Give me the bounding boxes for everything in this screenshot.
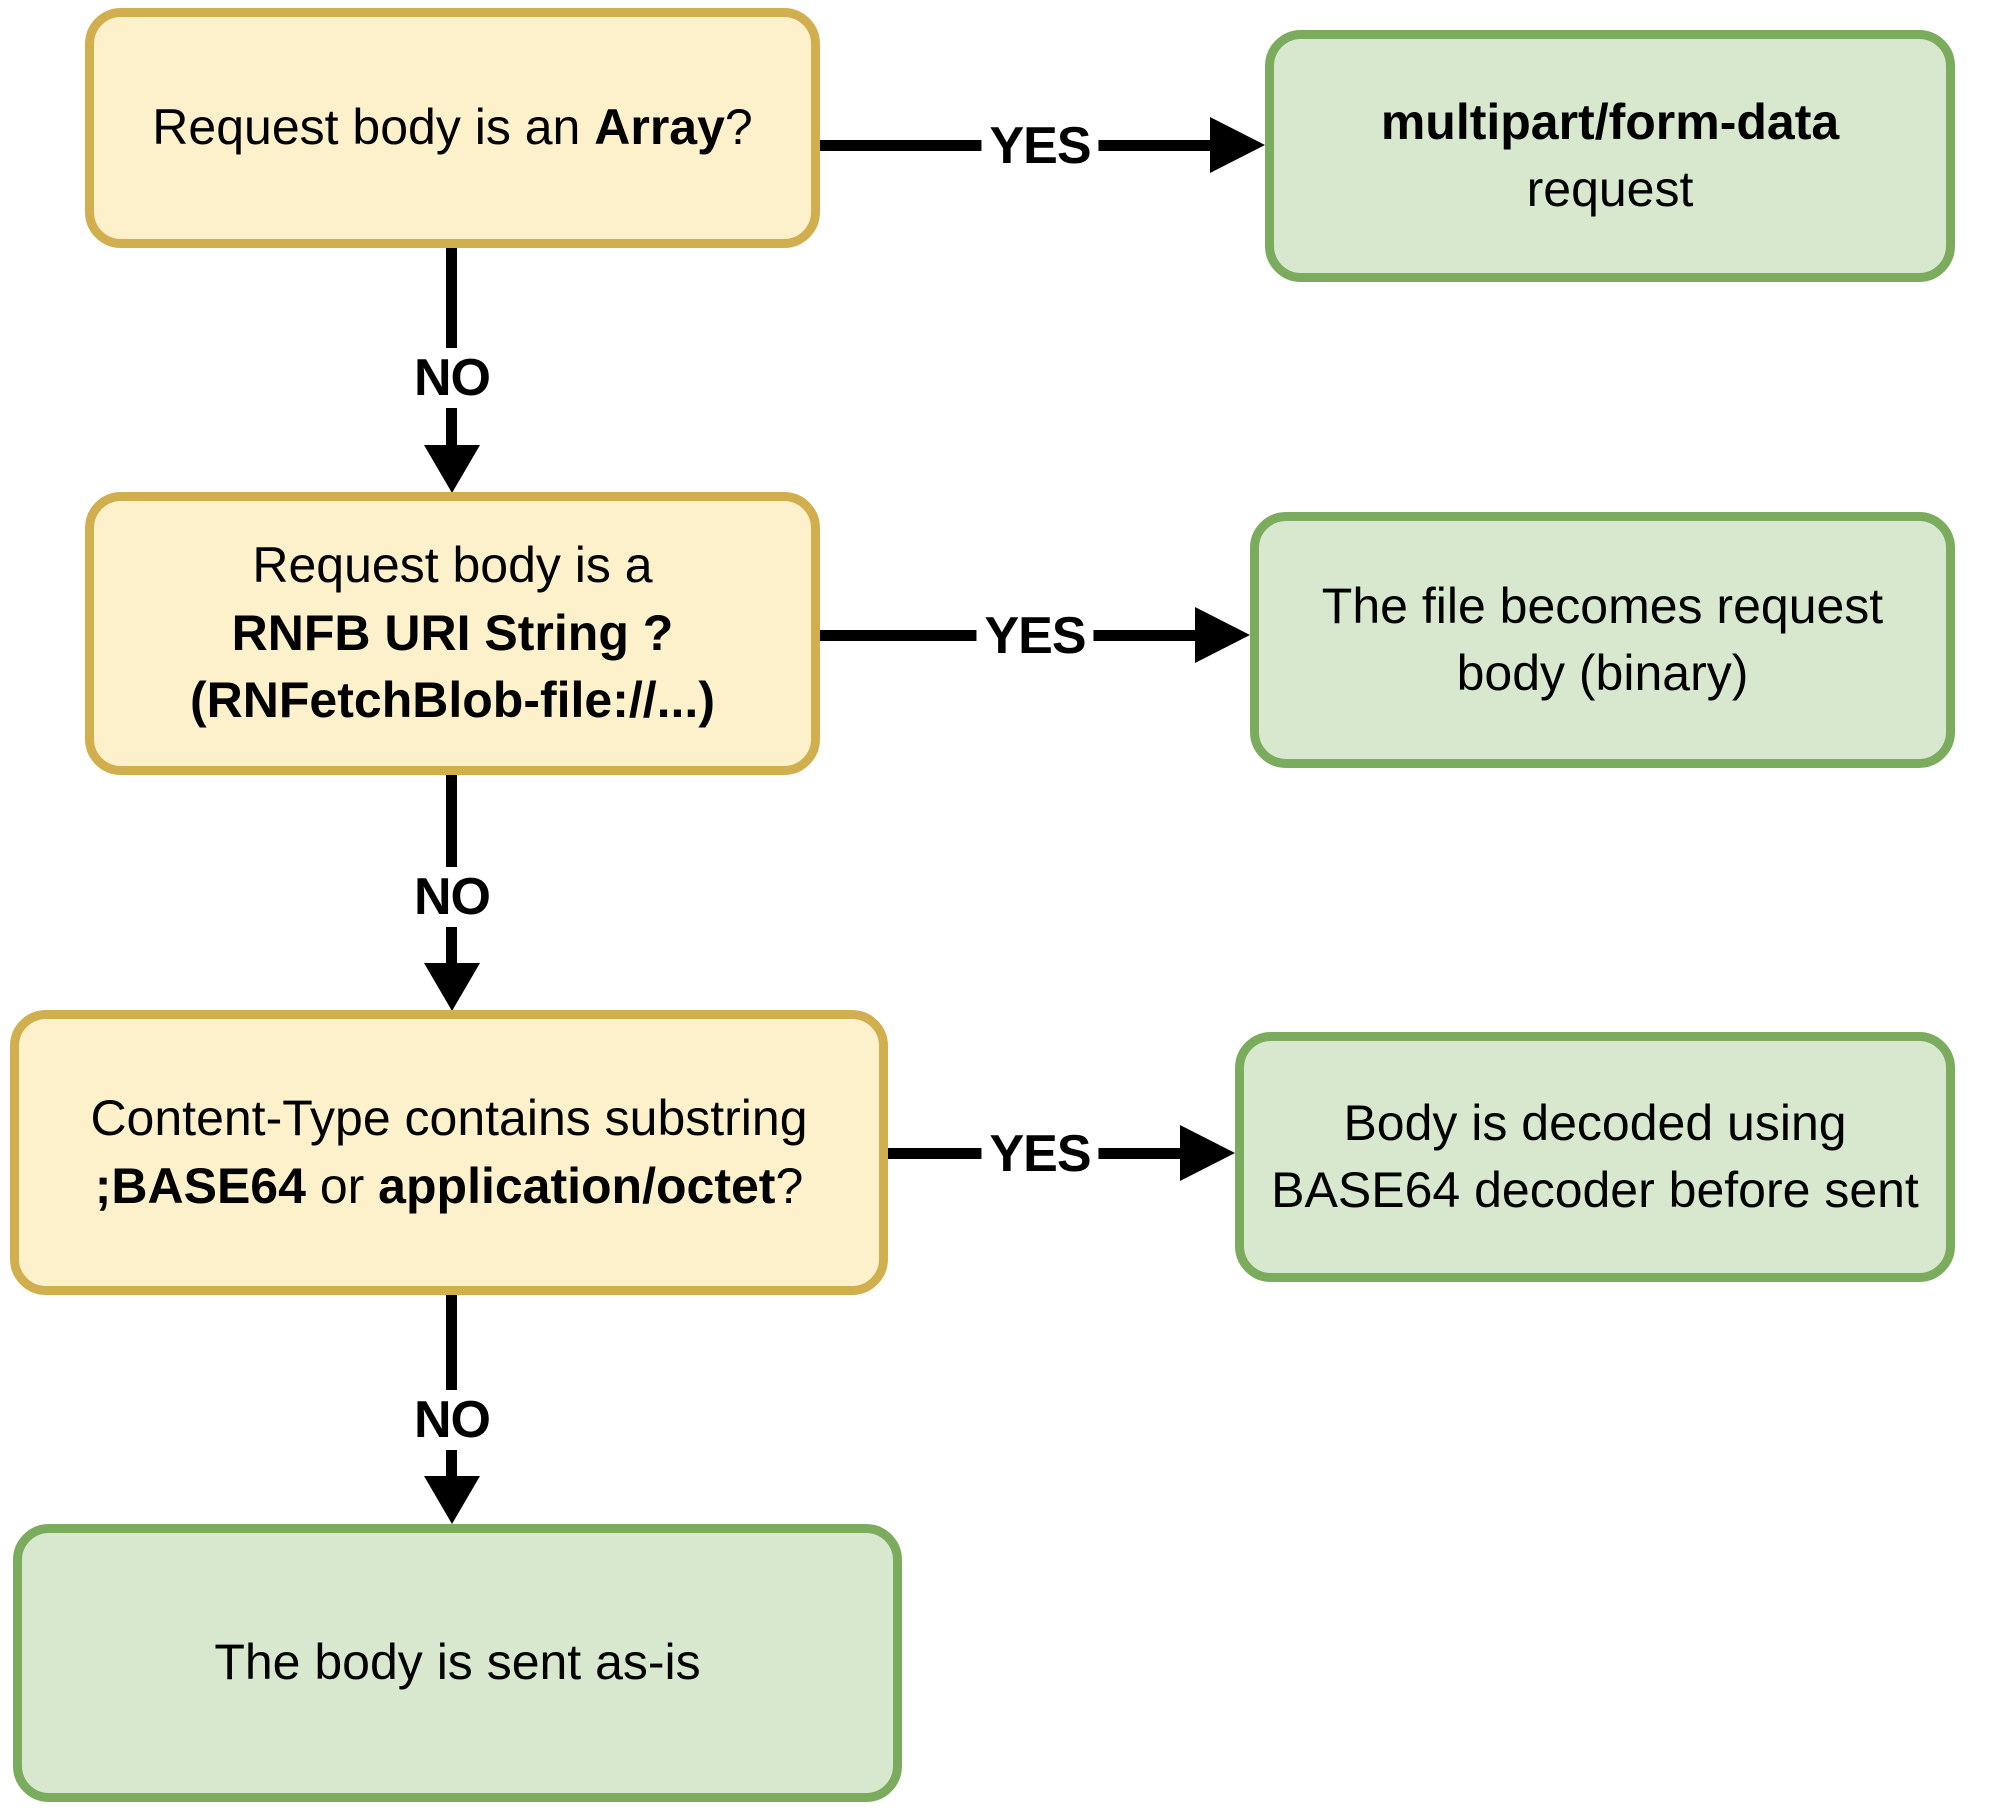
no-connector-1-head-icon bbox=[424, 445, 480, 493]
text-segment: Content-Type contains substring bbox=[90, 1090, 808, 1146]
text-segment: BASE64 decoder before sent bbox=[1271, 1162, 1919, 1218]
result-text-line: Body is decoded using bbox=[1343, 1090, 1846, 1158]
decision-text-line: (RNFetchBlob-file://...) bbox=[190, 667, 715, 735]
yes-label-1: YES bbox=[981, 116, 1099, 176]
text-segment: ? bbox=[775, 1157, 804, 1214]
yes-arrow-2-head-icon bbox=[1195, 607, 1250, 663]
text-segment: The file becomes request bbox=[1321, 577, 1884, 634]
decision-text-line: RNFB URI String ? bbox=[232, 600, 674, 668]
text-segment: Request body is a bbox=[252, 537, 653, 594]
no-label-3: NO bbox=[406, 1390, 498, 1450]
text-segment: body (binary) bbox=[1456, 645, 1749, 701]
yes-label-2: YES bbox=[976, 606, 1094, 666]
decision-text-line: Request body is a bbox=[252, 532, 652, 600]
yes-arrow-1-head-icon bbox=[1210, 117, 1265, 173]
decision-content-type-base64: Content-Type contains substring ;BASE64 … bbox=[10, 1010, 888, 1295]
result-file-becomes-body: The file becomes request body (binary) bbox=[1250, 512, 1955, 768]
text-segment: Request body is an bbox=[152, 99, 595, 156]
result-text-line: The body is sent as-is bbox=[214, 1629, 700, 1697]
no-label-1: NO bbox=[406, 348, 498, 408]
text-segment: or bbox=[305, 1157, 379, 1214]
result-text-line: The file becomes request bbox=[1322, 573, 1883, 641]
text-segment: Body is decoded using bbox=[1343, 1094, 1847, 1151]
text-segment: The body is sent as-is bbox=[214, 1634, 701, 1691]
result-text-line: request bbox=[1527, 156, 1694, 224]
yes-arrow-3-head-icon bbox=[1180, 1125, 1235, 1181]
text-segment-bold: ;BASE64 bbox=[94, 1157, 306, 1214]
text-segment-bold: multipart/form-data bbox=[1380, 93, 1840, 150]
decision-request-body-is-rnfb-uri: Request body is a RNFB URI String ? (RNF… bbox=[85, 492, 820, 775]
decision-text-line: Content-Type contains substring bbox=[90, 1085, 807, 1153]
result-body-decoded-base64: Body is decoded using BASE64 decoder bef… bbox=[1235, 1032, 1955, 1282]
text-segment: request bbox=[1526, 161, 1694, 217]
decision-text-line: ;BASE64 or application/octet? bbox=[95, 1153, 804, 1221]
result-multipart-form-data: multipart/form-data request bbox=[1265, 30, 1955, 282]
text-segment-bold: RNFB URI String ? bbox=[231, 604, 674, 661]
no-connector-3-head-icon bbox=[424, 1476, 480, 1524]
result-text-line: body (binary) bbox=[1457, 640, 1749, 708]
decision-text-line: Request body is an Array? bbox=[152, 94, 752, 162]
decision-request-body-is-array: Request body is an Array? bbox=[85, 8, 820, 248]
text-segment-bold: application/octet bbox=[378, 1157, 776, 1214]
result-text-line: BASE64 decoder before sent bbox=[1271, 1157, 1919, 1225]
text-segment-bold: Array bbox=[594, 99, 725, 156]
result-body-sent-as-is: The body is sent as-is bbox=[13, 1524, 902, 1802]
no-label-2: NO bbox=[406, 867, 498, 927]
yes-label-3: YES bbox=[981, 1124, 1099, 1184]
result-text-line: multipart/form-data bbox=[1381, 89, 1839, 157]
text-segment: ? bbox=[724, 99, 753, 156]
no-connector-2-head-icon bbox=[424, 963, 480, 1011]
no-connector-3-line bbox=[446, 1295, 457, 1477]
no-connector-1-line bbox=[446, 248, 457, 445]
text-segment-bold: (RNFetchBlob-file://...) bbox=[190, 672, 715, 729]
